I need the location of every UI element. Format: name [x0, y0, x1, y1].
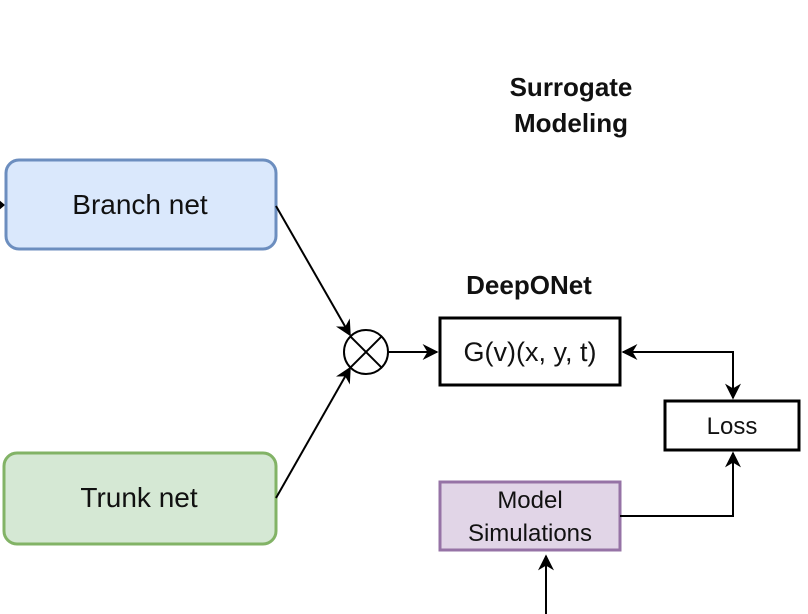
trunk-to-product-arrow: [275, 366, 351, 499]
deeponet-label: DeepONet: [466, 270, 592, 300]
model-simulations-label-line1: Model: [497, 487, 562, 514]
loss-box: [663, 399, 801, 452]
loss-node: Loss: [663, 399, 801, 452]
loss-label: Loss: [707, 413, 758, 440]
branch-net-label: Branch net: [72, 189, 208, 220]
trunk-net-label: Trunk net: [80, 482, 197, 513]
model-simulations-node: Model Simulations: [438, 480, 622, 552]
branch-to-product-arrow: [275, 205, 351, 337]
branch-net-node: Branch net: [4, 158, 278, 251]
diagram-title-line1: Surrogate: [510, 72, 633, 102]
trunk-net-box: [2, 451, 278, 546]
operator-loss-connector: [621, 344, 741, 400]
operator-box: [438, 316, 622, 387]
branch-net-box: [4, 158, 278, 251]
model-simulations-box: [438, 480, 622, 552]
diagram-title-line2: Modeling: [514, 108, 628, 138]
branch-input-arrow-icon: [0, 200, 5, 210]
simulations-to-loss-arrow: [620, 451, 741, 517]
operator-label: G(v)(x, y, t): [464, 337, 597, 367]
operator-node: G(v)(x, y, t): [438, 316, 622, 387]
model-simulations-label-line2: Simulations: [468, 520, 592, 547]
trunk-net-node: Trunk net: [2, 451, 278, 546]
product-circle-icon: [343, 329, 389, 375]
